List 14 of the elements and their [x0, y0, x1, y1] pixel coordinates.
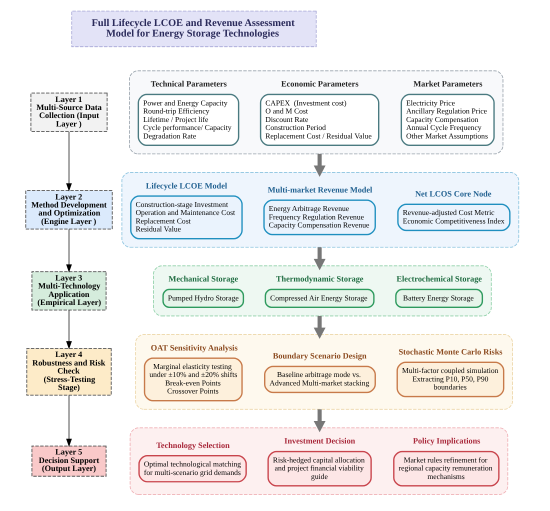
arrow: [314, 316, 326, 339]
cluster: [130, 427, 508, 495]
arrow: [314, 409, 326, 432]
arrow: [314, 247, 326, 270]
cluster: [153, 265, 492, 316]
arrow: [66, 395, 72, 448]
node-box: Full Lifecycle LCOE and Revenue Assessment Model for Energy Storage Technologies: [71, 10, 317, 48]
arrow: [66, 131, 72, 192]
cluster: [121, 172, 520, 248]
cluster: [129, 70, 504, 154]
arrow: [66, 310, 72, 350]
cluster: [135, 334, 513, 410]
arrow: [314, 154, 326, 177]
arrow: [66, 228, 72, 273]
